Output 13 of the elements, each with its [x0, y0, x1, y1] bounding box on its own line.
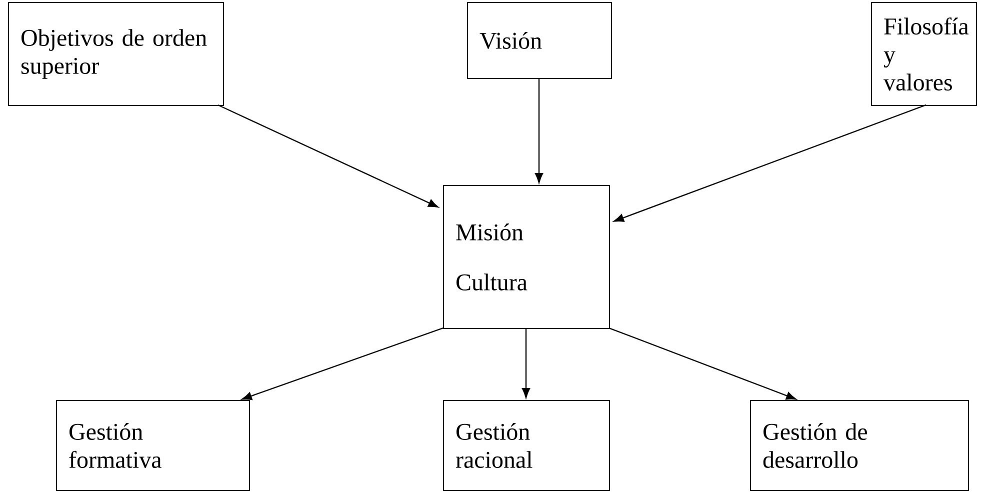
- arrow: [534, 78, 544, 184]
- arrow: [218, 104, 438, 208]
- text-box: Gestión racional: [443, 400, 610, 491]
- text-box: Objetivos de orden superior: [8, 2, 224, 106]
- arrow: [614, 104, 926, 222]
- arrow: [242, 327, 444, 400]
- text-box: Gestión de desarrollo: [750, 400, 970, 491]
- text-box: Gestión formativa: [56, 400, 250, 491]
- arrow: [522, 328, 530, 398]
- text-box: Filosofía y valores: [871, 2, 978, 106]
- text-box: Visión: [467, 2, 612, 79]
- text-box: Misión Cultura: [443, 185, 610, 329]
- arrow: [608, 327, 796, 400]
